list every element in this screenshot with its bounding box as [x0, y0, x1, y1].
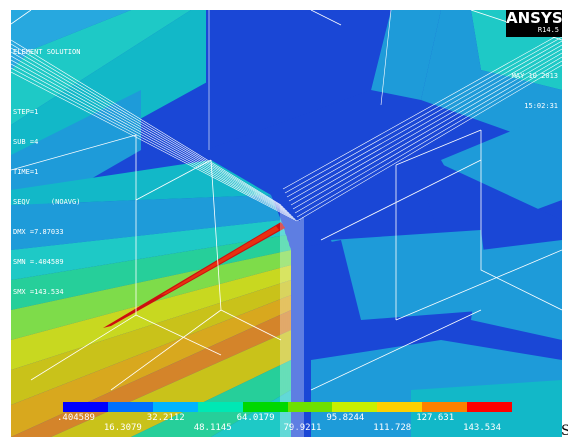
info-line: SUB =4 [13, 138, 39, 146]
info-line: STEP=1 [13, 108, 39, 116]
legend-swatch [287, 402, 333, 412]
time-text: 15:02:31 [524, 102, 558, 110]
legend-swatch [422, 402, 468, 412]
info-line: ELEMENT SOLUTION [13, 48, 81, 56]
legend-label: 64.0179 [236, 413, 275, 423]
color-legend-bar [63, 402, 513, 412]
legend-label: 79.9211 [283, 423, 322, 433]
legend-swatch [197, 402, 243, 412]
trailing-text: S [561, 423, 568, 439]
contour-plot-window: ELEMENT SOLUTION STEP=1 SUB =4 TIME=1 SE… [11, 10, 562, 437]
legend-label: 48.1145 [193, 423, 232, 433]
logo-brand: ANSYS [506, 10, 562, 27]
legend-swatch [467, 402, 513, 412]
legend-label: 111.728 [373, 423, 412, 433]
logo-release: R14.5 [537, 26, 559, 34]
legend-swatch [332, 402, 378, 412]
legend-swatch [377, 402, 423, 412]
legend-swatch [152, 402, 198, 412]
stress-contour-plot [11, 10, 562, 437]
legend-swatch [63, 402, 108, 412]
date-time-stamp: MAY 10 2013 15:02:31 [512, 51, 558, 131]
legend-label: 16.3079 [103, 423, 142, 433]
info-line: DMX =7.87033 [13, 228, 64, 236]
legend-label: 95.8244 [326, 413, 365, 423]
date-text: MAY 10 2013 [511, 72, 558, 80]
legend-label: .404589 [57, 413, 95, 423]
ansys-logo: ANSYS R14.5 [506, 10, 562, 37]
info-line: SMN =.404589 [13, 258, 64, 266]
info-line: SEQV (NOAVG) [13, 198, 81, 206]
info-line: TIME=1 [13, 168, 39, 176]
legend-swatch [242, 402, 288, 412]
info-line: SMX =143.534 [13, 288, 64, 296]
legend-swatch [107, 402, 153, 412]
legend-label: 127.631 [416, 413, 455, 423]
solution-info-text: ELEMENT SOLUTION STEP=1 SUB =4 TIME=1 SE… [13, 27, 80, 317]
info-line [13, 77, 80, 87]
legend-label: 32.2112 [146, 413, 185, 423]
legend-label: 143.534 [463, 423, 502, 433]
